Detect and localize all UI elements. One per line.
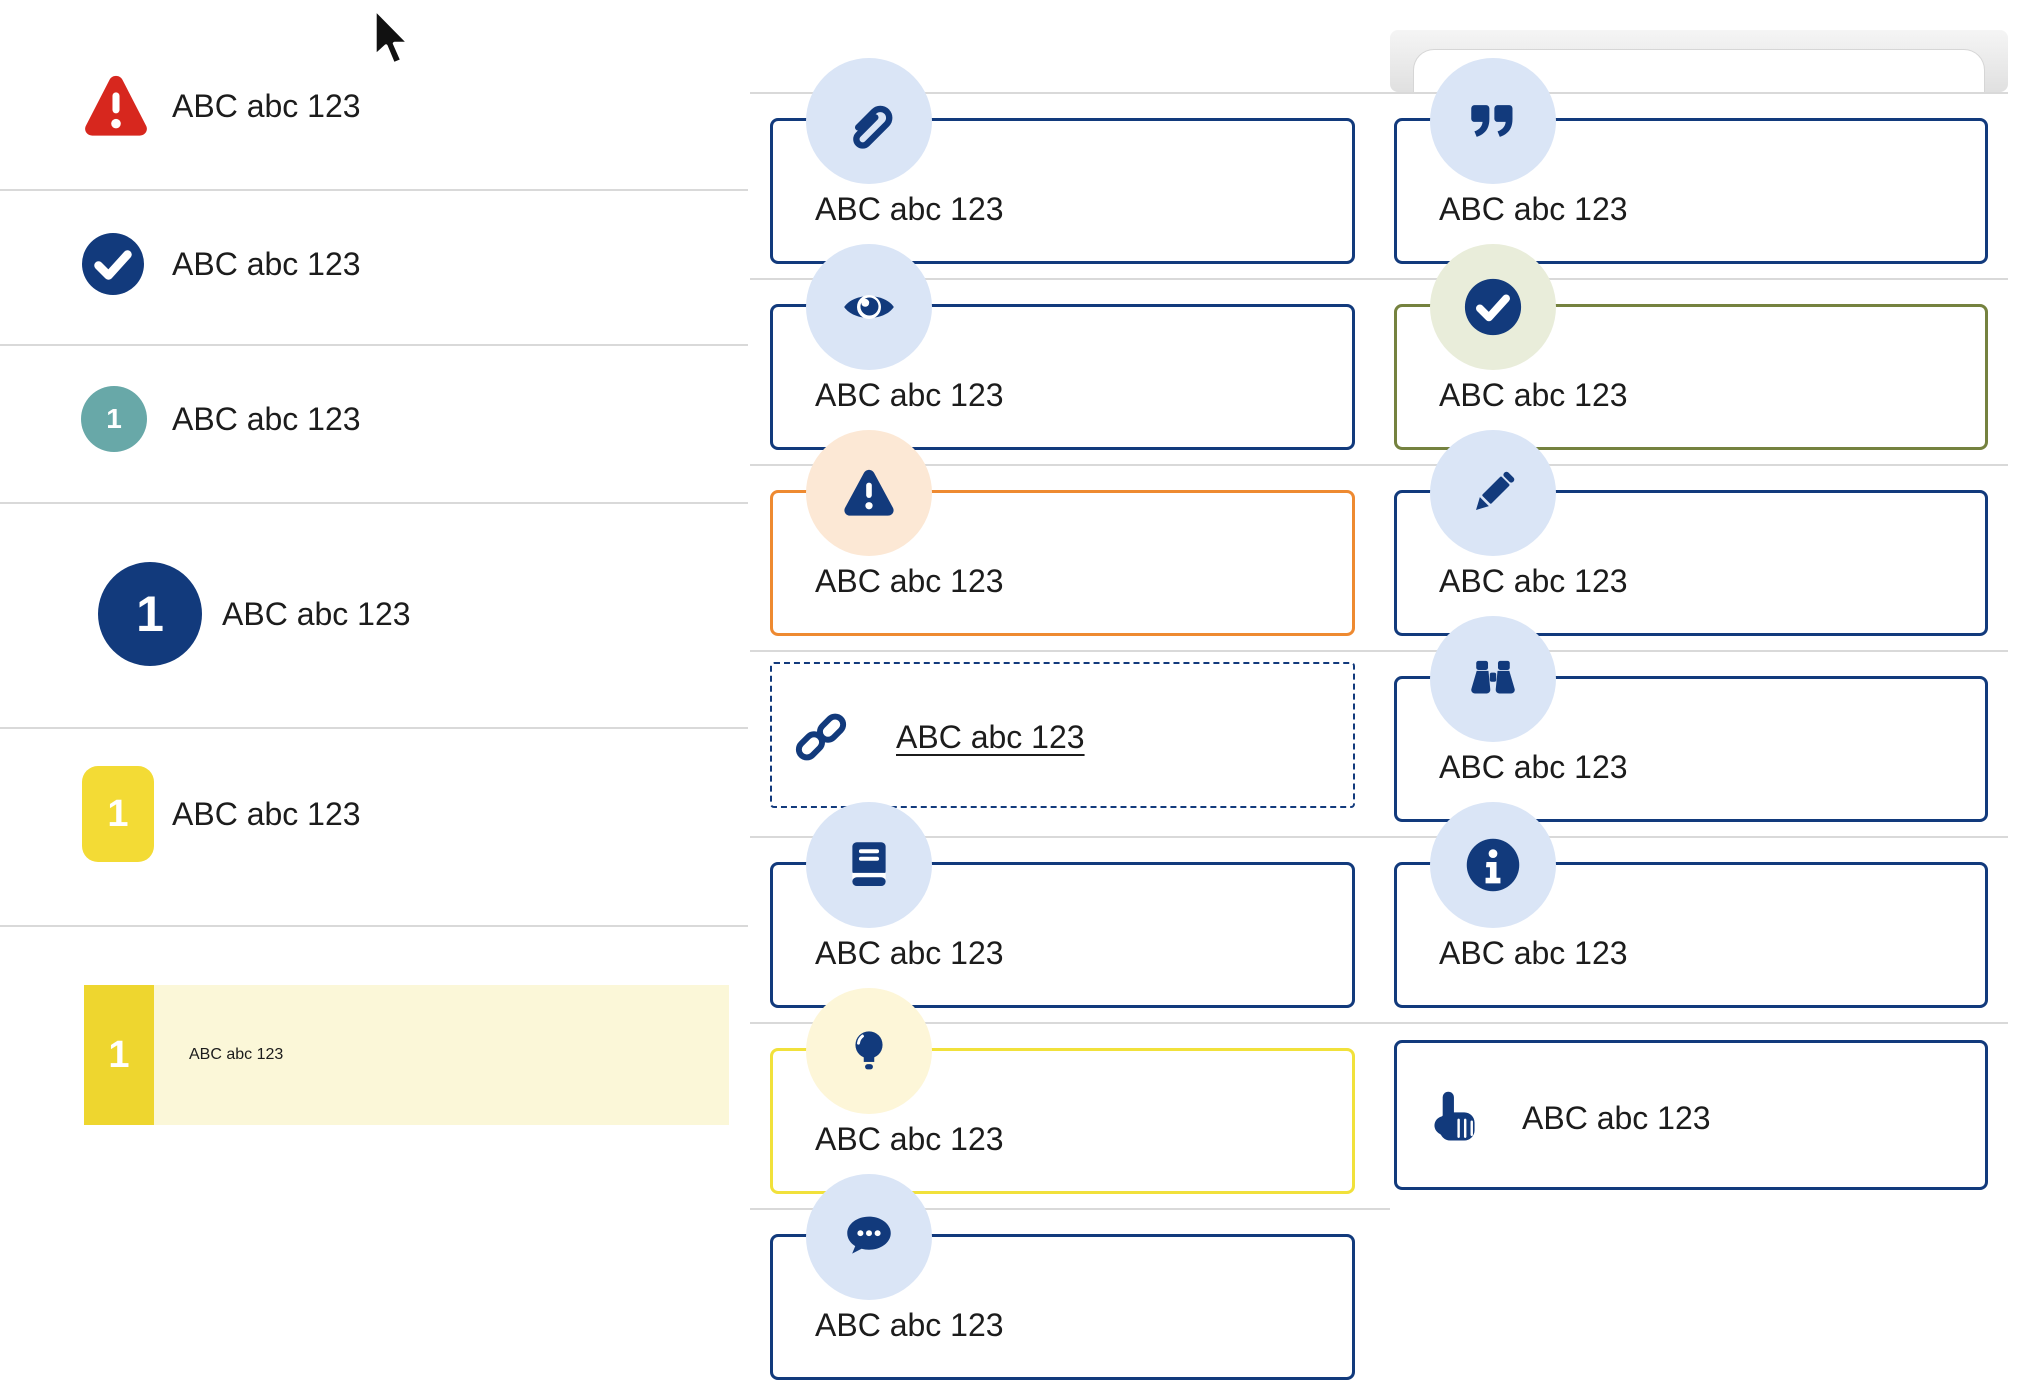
badge-circle — [806, 244, 932, 370]
mouse-cursor-icon — [373, 7, 411, 66]
pencil-icon — [1476, 471, 1515, 510]
callout-reference[interactable]: ABC abc 123 — [770, 802, 1355, 1008]
callout-feedback[interactable]: ABC abc 123 — [770, 1174, 1355, 1380]
list-item-warning[interactable]: ABC abc 123 — [0, 44, 361, 168]
badge-circle — [806, 1174, 932, 1300]
divider — [0, 925, 748, 927]
warning-triangle-icon — [85, 75, 147, 136]
divider — [750, 1208, 1390, 1210]
callout-success[interactable]: ABC abc 123 — [1394, 244, 1988, 450]
divider — [0, 344, 748, 346]
callout-label: ABC abc 123 — [1439, 191, 1628, 227]
divider — [1390, 836, 2008, 838]
binoculars-icon — [1471, 660, 1515, 694]
callout-edit[interactable]: ABC abc 123 — [1394, 430, 1988, 636]
check-circle-icon — [82, 233, 144, 295]
info-icon — [1466, 838, 1520, 892]
list-item-step-yellow[interactable]: 1 ABC abc 123 — [0, 752, 361, 876]
list-item-label: ABC abc 123 — [172, 400, 361, 437]
check-icon — [1464, 278, 1522, 336]
list-item-step-teal[interactable]: 1 ABC abc 123 — [0, 357, 361, 481]
chat-icon — [847, 1216, 891, 1254]
badge-circle — [1430, 58, 1556, 184]
list-item-step-highlighted[interactable]: 1 ABC abc 123 — [84, 985, 729, 1125]
list-item-label: ABC abc 123 — [189, 1046, 284, 1063]
callout-label: ABC abc 123 — [815, 191, 1004, 227]
callout-label: ABC abc 123 — [1439, 749, 1628, 785]
divider — [0, 727, 748, 729]
link-icon — [795, 713, 847, 761]
badge-circle — [1430, 616, 1556, 742]
callout-label: ABC abc 123 — [815, 935, 1004, 971]
callout-attachment[interactable]: ABC abc 123 — [770, 58, 1355, 264]
callout-label: ABC abc 123 — [815, 1121, 1004, 1157]
teal-number-badge: 1 — [81, 386, 147, 452]
callout-column-right: ABC abc 123 ABC abc 123 — [1390, 0, 2026, 1392]
lightbulb-icon — [855, 1031, 883, 1070]
divider — [750, 92, 1390, 94]
warning-icon — [844, 469, 894, 516]
callout-column-middle: ABC abc 123 ABC abc 123 — [750, 0, 1390, 1392]
divider — [1390, 650, 2008, 652]
divider — [750, 836, 1390, 838]
callout-label: ABC abc 123 — [1439, 563, 1628, 599]
list-item-label: ABC abc 123 — [222, 595, 411, 632]
list-item-step-large[interactable]: 1 ABC abc 123 — [0, 552, 411, 676]
divider — [1390, 92, 2008, 94]
list-item-done[interactable]: ABC abc 123 — [0, 202, 361, 326]
callout-label: ABC abc 123 — [815, 377, 1004, 413]
divider — [1390, 1022, 2008, 1024]
divider — [750, 464, 1390, 466]
badge-circle — [1430, 802, 1556, 928]
badge-circle — [806, 58, 932, 184]
callout-quote[interactable]: ABC abc 123 — [1394, 58, 1988, 264]
badge-circle — [806, 802, 932, 928]
callout-preview[interactable]: ABC abc 123 — [770, 244, 1355, 450]
badge-circle — [806, 988, 932, 1114]
callout-button-label: ABC abc 123 — [1522, 1100, 1711, 1136]
callout-info[interactable]: ABC abc 123 — [1394, 802, 1988, 1008]
badge-circle — [1430, 430, 1556, 556]
callout-action-button[interactable]: ABC abc 123 — [1394, 1040, 1988, 1190]
yellow-number-badge: 1 — [84, 985, 154, 1125]
yellow-number-badge: 1 — [82, 766, 154, 862]
divider — [750, 1022, 1390, 1024]
divider — [1390, 278, 2008, 280]
book-icon — [852, 842, 886, 886]
callout-label: ABC abc 123 — [815, 563, 1004, 599]
divider — [0, 189, 748, 191]
hand-pointer-icon — [1434, 1091, 1475, 1141]
callout-search[interactable]: ABC abc 123 — [1394, 616, 1988, 822]
paperclip-icon — [853, 105, 893, 149]
eye-icon — [844, 295, 894, 319]
callout-link[interactable]: ABC abc 123 — [770, 662, 1355, 808]
divider — [0, 502, 748, 504]
divider — [750, 278, 1390, 280]
callout-tip[interactable]: ABC abc 123 — [770, 988, 1355, 1194]
quote-icon — [1471, 105, 1513, 137]
callout-label: ABC abc 123 — [815, 1307, 1004, 1343]
badge-circle — [1430, 244, 1556, 370]
list-item-label: ABC abc 123 — [172, 87, 361, 124]
list-item-label: ABC abc 123 — [172, 245, 361, 282]
callout-link-text[interactable]: ABC abc 123 — [896, 719, 1085, 755]
divider — [1390, 464, 2008, 466]
navy-number-badge-large: 1 — [98, 562, 202, 666]
divider — [750, 650, 1390, 652]
badge-circle — [806, 430, 932, 556]
callout-warning[interactable]: ABC abc 123 — [770, 430, 1355, 636]
callout-label: ABC abc 123 — [1439, 935, 1628, 971]
list-item-label: ABC abc 123 — [172, 795, 361, 832]
callout-label: ABC abc 123 — [1439, 377, 1628, 413]
